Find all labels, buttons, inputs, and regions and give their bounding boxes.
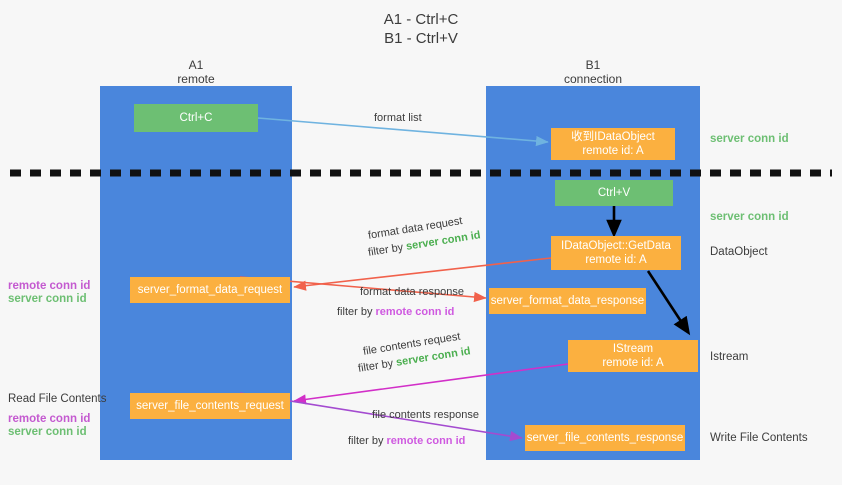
box-ctrl-c[interactable]: Ctrl+C <box>134 104 258 132</box>
filter-prefix-2: filter by <box>337 306 376 318</box>
box-ctrl-v[interactable]: Ctrl+V <box>555 180 673 206</box>
arrow-label-file-contents-response-filter: filter by remote conn id <box>348 434 465 449</box>
title-line-1: A1 - Ctrl+C <box>383 11 459 28</box>
left-label-remote-conn-id-1: remote conn id <box>8 280 91 292</box>
lane-header-b1: B1 connection <box>486 58 700 86</box>
box-ctrl-v-label: Ctrl+V <box>597 187 631 199</box>
right-label-server-conn-id-top: server conn id <box>710 133 789 145</box>
box-istream-line2: remote id: A <box>602 357 664 369</box>
lane-header-b1-subtitle: connection <box>563 72 623 86</box>
lane-header-a1-name: A1 <box>188 58 204 72</box>
box-istream[interactable]: IStream remote id: A <box>568 340 698 372</box>
title-line-2: B1 - Ctrl+V <box>384 30 458 47</box>
box-idataobject-getdata-line1: IDataObject::GetData <box>561 240 671 252</box>
arrow-format-list <box>257 117 549 147</box>
left-label-server-conn-id-1: server conn id <box>8 293 87 305</box>
left-label-server-conn-id-2: server conn id <box>8 426 87 438</box>
box-ctrl-c-label: Ctrl+C <box>179 112 213 124</box>
arrow-label-format-list: format list <box>374 112 422 124</box>
box-server-file-contents-response-label: server_file_contents_response <box>526 432 684 444</box>
left-label-read-file-contents: Read File Contents <box>8 393 107 405</box>
box-received-idataobject[interactable]: 收到IDataObject remote id: A <box>551 128 675 160</box>
box-server-format-data-request[interactable]: server_format_data_request <box>130 277 290 303</box>
left-label-remote-conn-id-2: remote conn id <box>8 413 91 425</box>
arrow-label-format-data-response-filter: filter by remote conn id <box>337 305 454 320</box>
box-server-format-data-response-label: server_format_data_response <box>490 295 645 307</box>
filter-value-4: remote conn id <box>386 435 466 447</box>
box-server-format-data-response[interactable]: server_format_data_response <box>489 288 646 314</box>
filter-prefix-4: filter by <box>348 435 387 447</box>
filter-value-2: remote conn id <box>375 306 455 318</box>
arrow-getdata-to-istream <box>646 270 691 336</box>
box-server-file-contents-request[interactable]: server_file_contents_request <box>130 393 290 419</box>
box-received-idataobject-line2: remote id: A <box>582 145 644 157</box>
box-server-file-contents-request-label: server_file_contents_request <box>136 400 284 412</box>
box-idataobject-getdata-line2: remote id: A <box>585 254 647 266</box>
arrow-format-data-request <box>293 257 552 291</box>
box-received-idataobject-line1: 收到IDataObject <box>571 131 655 143</box>
box-server-file-contents-response[interactable]: server_file_contents_response <box>525 425 685 451</box>
box-server-format-data-request-label: server_format_data_request <box>137 284 283 296</box>
lane-header-b1-name: B1 <box>585 58 601 72</box>
right-label-dataobject: DataObject <box>710 246 768 258</box>
right-label-istream: Istream <box>710 351 749 363</box>
right-label-write-file-contents: Write File Contents <box>710 432 808 444</box>
box-istream-line1: IStream <box>612 343 654 355</box>
page-title: A1 - Ctrl+C B1 - Ctrl+V <box>0 10 842 48</box>
lane-header-a1: A1 remote <box>100 58 292 86</box>
arrow-label-file-contents-response: file contents response <box>372 409 480 421</box>
lane-header-a1-subtitle: remote <box>177 72 215 86</box>
box-idataobject-getdata[interactable]: IDataObject::GetData remote id: A <box>551 236 681 270</box>
arrow-label-format-data-response: format data response <box>360 286 464 298</box>
arrow-file-contents-request <box>293 363 569 405</box>
right-label-server-conn-id-second: server conn id <box>710 211 789 223</box>
